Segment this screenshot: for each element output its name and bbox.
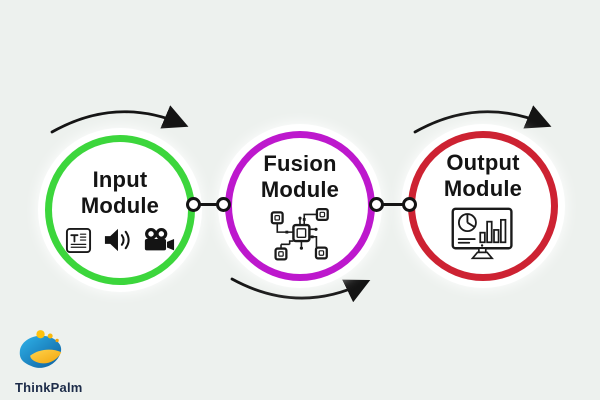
fusion-module-label-bottom: Module: [260, 176, 340, 202]
fusion-network-chip-icon: [270, 207, 329, 260]
connector-line: [192, 203, 225, 206]
analytics-monitor-icon: [451, 207, 513, 260]
output-module-label-bottom: Module: [443, 176, 523, 201]
output-icons-row: [450, 207, 516, 262]
curved-arrow-top-left-icon: [50, 105, 189, 134]
input-module-label-bottom: Module: [80, 192, 160, 218]
connector-node-icon: [369, 197, 384, 212]
input-icons-row: [65, 227, 175, 254]
input-module-label-top: Input: [92, 166, 148, 192]
output-module-label-top: Output: [446, 150, 520, 175]
fusion-module-label-top: Fusion: [263, 150, 337, 176]
audio-speaker-icon: [104, 228, 130, 252]
connector-node-icon: [216, 197, 231, 212]
input-module-circle: Input Module: [45, 135, 195, 285]
connector-node-icon: [186, 197, 201, 212]
text-document-icon: [65, 227, 92, 253]
thinkpalm-logo: ThinkPalm: [15, 329, 95, 395]
connector-node-icon: [402, 197, 417, 212]
fusion-icons-row: [269, 206, 331, 262]
output-module-circle: Output Module: [408, 131, 558, 281]
video-camera-icon: [144, 227, 175, 251]
thinkpalm-logo-text: ThinkPalm: [15, 380, 83, 395]
fusion-module-circle: Fusion Module: [225, 131, 375, 281]
thinkpalm-logo-icon: [19, 330, 62, 368]
curved-arrow-top-right-icon: [413, 105, 552, 134]
connector-line: [375, 203, 410, 206]
curved-arrow-bottom-icon: [230, 277, 371, 303]
